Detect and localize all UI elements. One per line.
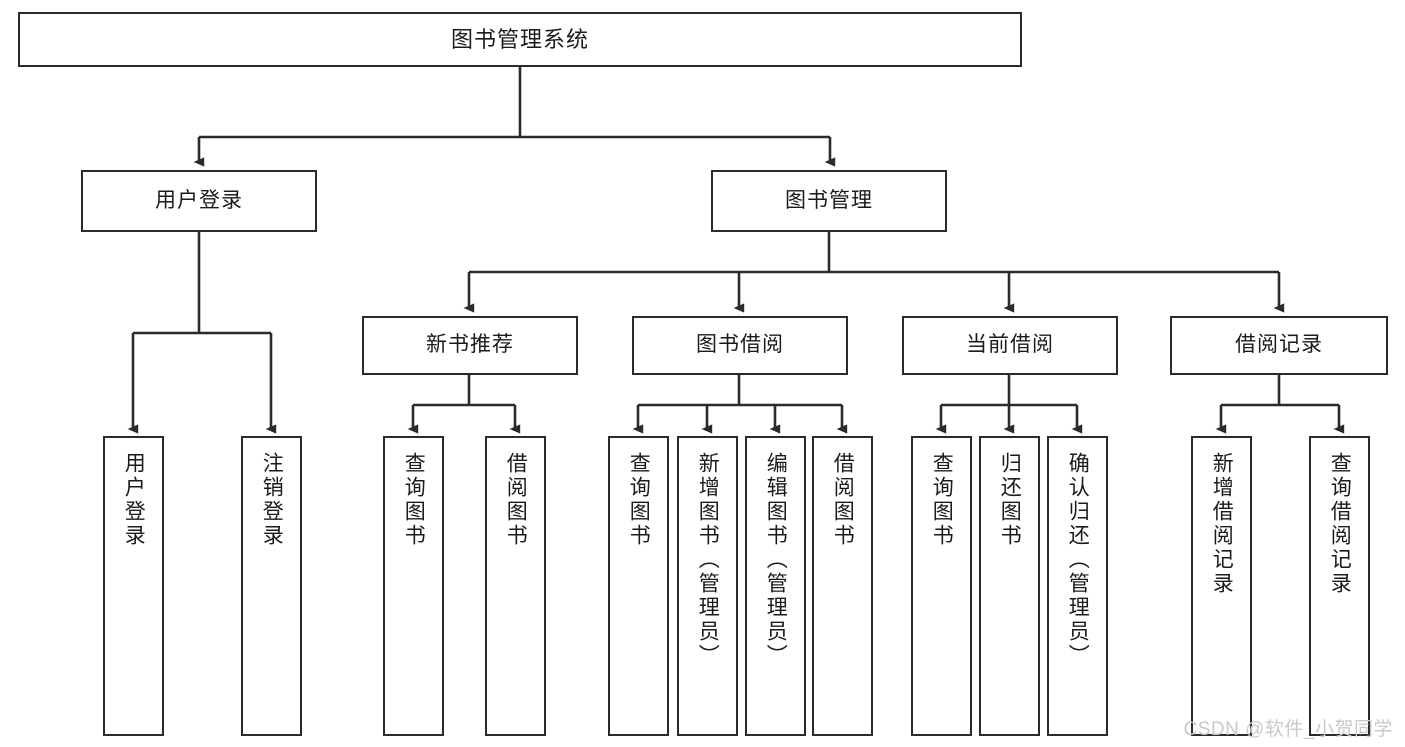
node-label: 当前借阅 [966,333,1054,357]
node-label: 新增借阅记录 [1210,452,1234,596]
node-borrow-record[interactable]: 借阅记录 [1170,316,1388,375]
node-label: 新书推荐 [426,333,514,357]
node-label: 编辑图书（管理员） [764,452,788,668]
node-label: 借阅图书 [504,452,528,548]
node-label: 图书借阅 [696,333,784,357]
node-leaf-add-book-admin[interactable]: 新增图书（管理员） [677,436,738,736]
node-label: 用户登录 [155,188,243,212]
node-label: 借阅图书 [831,452,855,548]
node-leaf-query-book-recommend[interactable]: 查询图书 [383,436,444,736]
node-book-management[interactable]: 图书管理 [711,170,947,232]
node-leaf-borrow-book[interactable]: 借阅图书 [812,436,873,736]
watermark-text: CSDN @软件_小贺同学 [1183,719,1393,740]
node-leaf-return-book[interactable]: 归还图书 [979,436,1040,736]
node-label: 确认归还（管理员） [1066,452,1090,668]
node-leaf-confirm-return-admin[interactable]: 确认归还（管理员） [1047,436,1108,736]
node-current-borrow[interactable]: 当前借阅 [902,316,1118,375]
node-label: 查询图书 [930,452,954,548]
node-leaf-query-book-current[interactable]: 查询图书 [911,436,972,736]
node-leaf-user-login[interactable]: 用户登录 [103,436,164,736]
node-label: 图书管理 [785,188,873,212]
node-root-book-management-system[interactable]: 图书管理系统 [18,12,1022,67]
node-label: 用户登录 [122,452,146,548]
node-book-borrow[interactable]: 图书借阅 [632,316,848,375]
node-leaf-query-book-borrow[interactable]: 查询图书 [608,436,669,736]
node-label: 注销登录 [260,452,284,548]
node-label: 借阅记录 [1235,333,1323,357]
node-label: 查询借阅记录 [1328,452,1352,596]
node-label: 图书管理系统 [450,26,589,52]
node-leaf-edit-book-admin[interactable]: 编辑图书（管理员） [745,436,806,736]
node-leaf-borrow-book-recommend[interactable]: 借阅图书 [485,436,546,736]
node-leaf-user-logout[interactable]: 注销登录 [241,436,302,736]
node-new-book-recommend[interactable]: 新书推荐 [362,316,578,375]
node-label: 新增图书（管理员） [696,452,720,668]
node-user-login[interactable]: 用户登录 [81,170,317,232]
node-leaf-query-borrow-record[interactable]: 查询借阅记录 [1309,436,1370,736]
node-label: 查询图书 [627,452,651,548]
node-label: 归还图书 [998,452,1022,548]
node-label: 查询图书 [402,452,426,548]
node-leaf-add-borrow-record[interactable]: 新增借阅记录 [1191,436,1252,736]
